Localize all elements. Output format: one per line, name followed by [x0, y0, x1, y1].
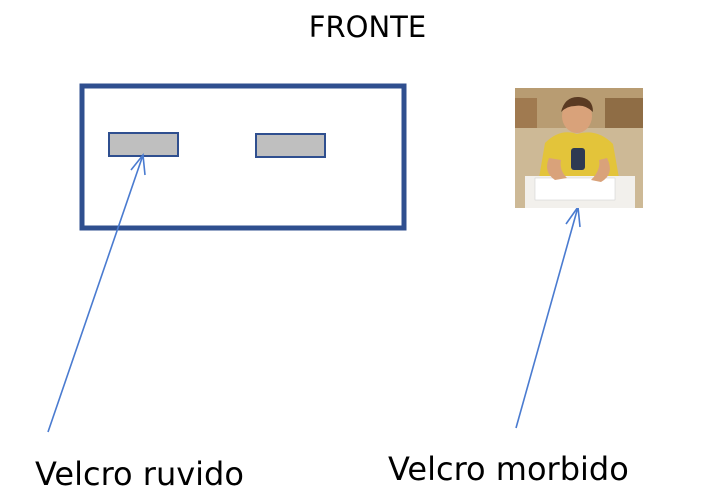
label-rough-velcro: Velcro ruvido [35, 455, 244, 493]
child-at-desk-photo [515, 88, 643, 208]
velcro-strip-right [255, 133, 326, 158]
label-soft-velcro: Velcro morbido [388, 450, 629, 488]
arrow-soft-velcro [515, 204, 581, 429]
diagram-title: FRONTE [308, 10, 427, 44]
velcro-strip-left [108, 132, 179, 157]
arrow-rough-velcro [47, 152, 146, 433]
front-panel-frame [79, 83, 407, 231]
